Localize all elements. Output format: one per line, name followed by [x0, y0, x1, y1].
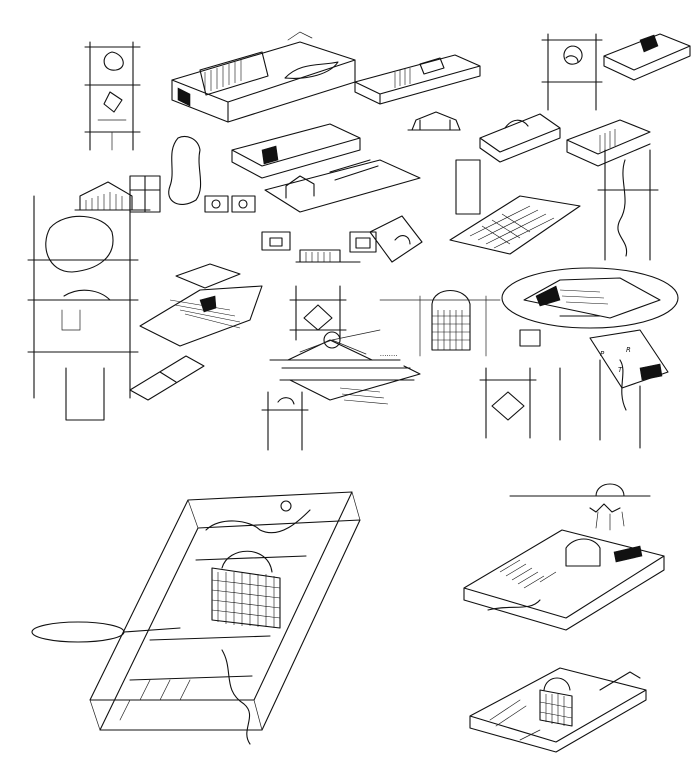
plan-strip-top-left — [84, 41, 141, 151]
letter-p: P — [600, 350, 605, 358]
isometric-strip-middle — [231, 123, 421, 213]
large-plan-left — [27, 195, 139, 421]
isometric-block-top — [171, 31, 356, 123]
hatched-ramp-right — [449, 159, 581, 255]
dome-building-center — [379, 290, 501, 357]
isometric-bottom-right-upper — [463, 483, 665, 631]
section-and-blob-left — [74, 135, 256, 213]
large-isometric-bottom-left — [31, 491, 361, 745]
hatched-wedge-left — [129, 263, 263, 401]
center-plans — [261, 215, 423, 341]
plan-strip-top-right — [541, 33, 691, 111]
isometric-cluster-right — [479, 113, 659, 261]
diamond-plan-right — [479, 367, 561, 441]
dome-plan-center: ........ — [261, 329, 421, 451]
scribble-note: ........ — [380, 350, 398, 358]
letter-t: T — [618, 366, 623, 374]
diagonal-strip-right: P R T — [589, 329, 669, 449]
isometric-bottom-right-lower — [469, 667, 647, 753]
ellipse-island-right — [501, 267, 679, 347]
isometric-bar-top-middle — [354, 54, 481, 131]
letter-r: R — [626, 346, 631, 354]
